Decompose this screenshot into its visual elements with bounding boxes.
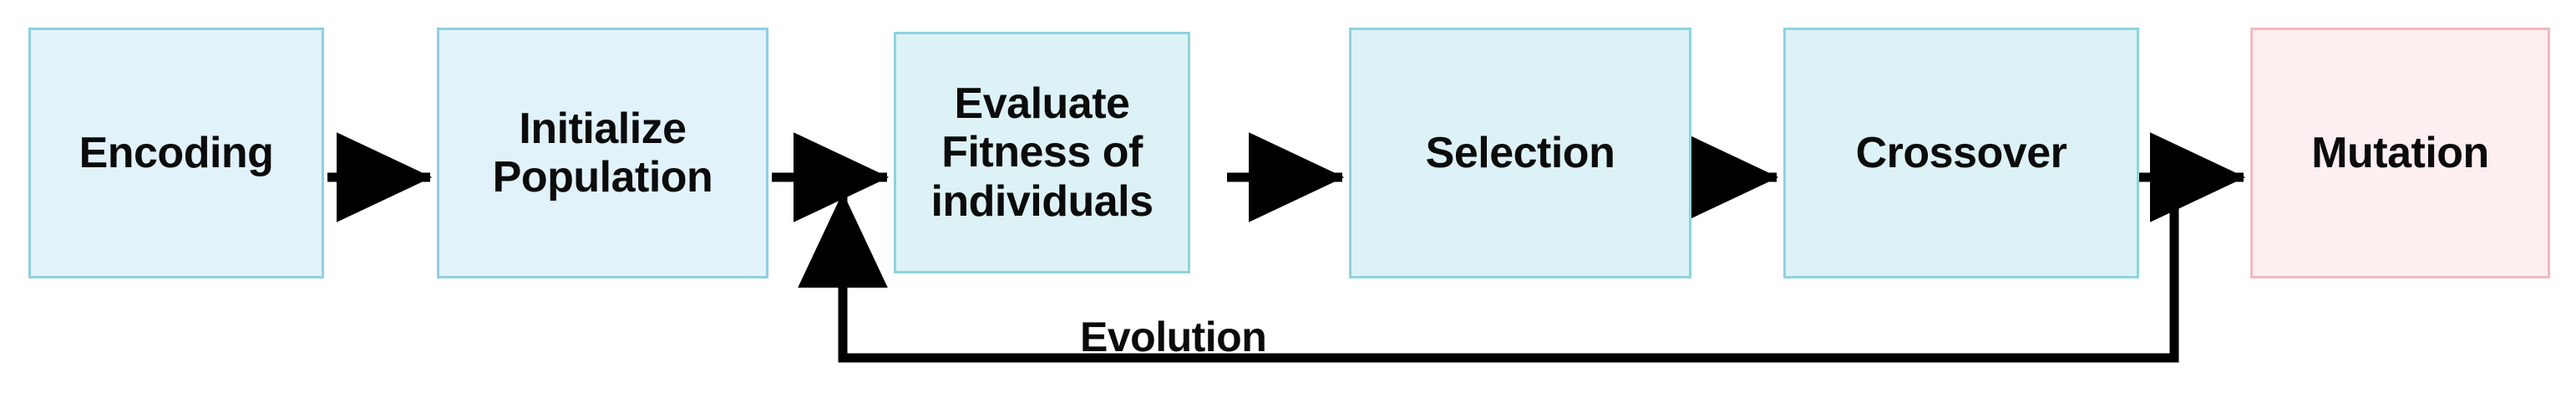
node-selection[interactable]: Selection xyxy=(1349,28,1691,278)
node-crossover-label: Crossover xyxy=(1855,128,2067,177)
node-initialize-population-label: Initialize Population xyxy=(492,104,713,202)
node-mutation-label: Mutation xyxy=(2311,128,2489,177)
edge-label-evolution: Evolution xyxy=(1080,314,1267,360)
node-encoding[interactable]: Encoding xyxy=(28,28,324,278)
node-mutation[interactable]: Mutation xyxy=(2250,28,2550,278)
node-evaluate-fitness[interactable]: Evaluate Fitness of individuals xyxy=(894,32,1190,273)
node-crossover[interactable]: Crossover xyxy=(1783,28,2139,278)
node-encoding-label: Encoding xyxy=(79,128,274,177)
node-evaluate-fitness-label: Evaluate Fitness of individuals xyxy=(931,79,1154,226)
node-initialize-population[interactable]: Initialize Population xyxy=(437,28,768,278)
node-selection-label: Selection xyxy=(1425,128,1615,177)
